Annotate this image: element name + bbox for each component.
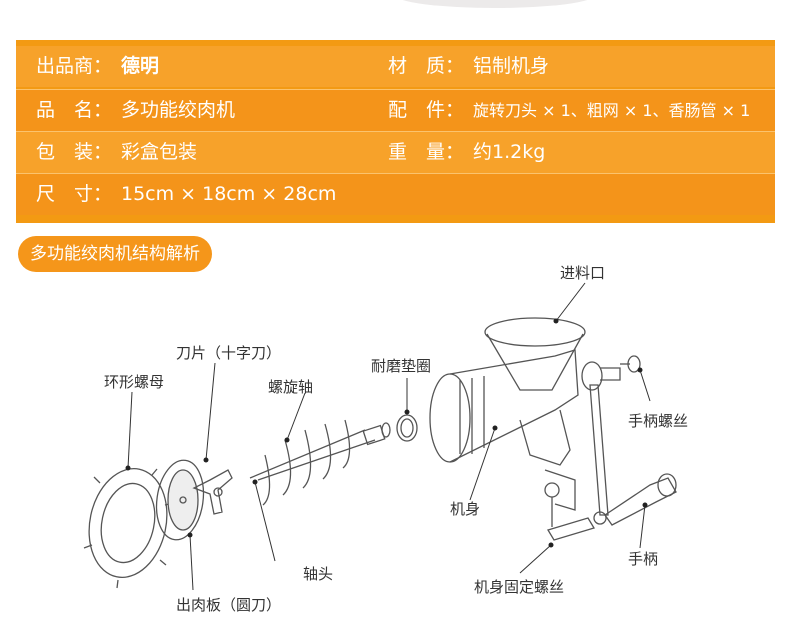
weight-value: 约1.2kg <box>473 141 546 163</box>
brand-label: 出品商： <box>36 55 113 77</box>
blade-drawing <box>192 469 233 515</box>
section-title: 多功能绞肉机结构解析 <box>18 236 212 272</box>
spec-divider <box>16 89 775 90</box>
size-value: 15cm × 18cm × 28cm <box>121 183 337 205</box>
parts-label: 配 件： <box>388 99 465 121</box>
label-clamp-screw: 机身固定螺丝 <box>474 578 565 596</box>
spec-row-package: 包 装： 彩盒包装 重 量： 约1.2kg <box>16 132 775 173</box>
washer-drawing <box>396 414 418 442</box>
spec-table: 出品商： 德明 材 质： 铝制机身 品 名： 多功能绞肉机 配 件： 旋转刀头 … <box>16 40 775 223</box>
handle-screw-drawing <box>620 355 641 373</box>
spec-divider <box>16 131 775 132</box>
plate-drawing <box>155 459 205 541</box>
label-handle-screw: 手柄螺丝 <box>628 412 689 430</box>
ring-nut-drawing <box>83 467 174 589</box>
label-shaft-head: 轴头 <box>303 565 334 583</box>
clamp-screw-drawing <box>544 482 595 541</box>
screw-shaft-drawing <box>249 419 391 506</box>
product-image-edge <box>395 0 595 8</box>
parts-value: 旋转刀头 × 1、粗网 × 1、香肠管 × 1 <box>473 101 751 120</box>
spec-row-brand: 出品商： 德明 材 质： 铝制机身 <box>16 46 775 87</box>
weight-label: 重 量： <box>388 141 465 163</box>
leader-lines <box>127 282 651 591</box>
label-washer: 耐磨垫圈 <box>371 357 432 375</box>
spec-row-size: 尺 寸： 15cm × 18cm × 28cm <box>16 174 775 215</box>
size-label: 尺 寸： <box>36 183 113 205</box>
spec-divider <box>16 173 775 174</box>
name-label: 品 名： <box>36 99 113 121</box>
package-value: 彩盒包装 <box>121 141 198 163</box>
material-value: 铝制机身 <box>473 55 550 77</box>
spec-row-name: 品 名： 多功能绞肉机 配 件： 旋转刀头 × 1、粗网 × 1、香肠管 × 1 <box>16 90 775 131</box>
label-blade: 刀片（十字刀） <box>176 344 282 362</box>
package-label: 包 装： <box>36 141 113 163</box>
label-screw-shaft: 螺旋轴 <box>268 378 314 396</box>
label-handle: 手柄 <box>628 550 659 568</box>
handle-drawing <box>589 384 677 526</box>
label-body: 机身 <box>450 500 481 518</box>
body-drawing <box>429 317 621 511</box>
label-ring-nut: 环形螺母 <box>104 373 165 391</box>
material-label: 材 质： <box>388 55 465 77</box>
name-value: 多功能绞肉机 <box>121 99 236 121</box>
label-hopper: 进料口 <box>560 264 606 282</box>
label-plate: 出肉板（圆刀） <box>176 596 282 614</box>
brand-value: 德明 <box>121 55 160 77</box>
leader-dots <box>125 318 648 548</box>
